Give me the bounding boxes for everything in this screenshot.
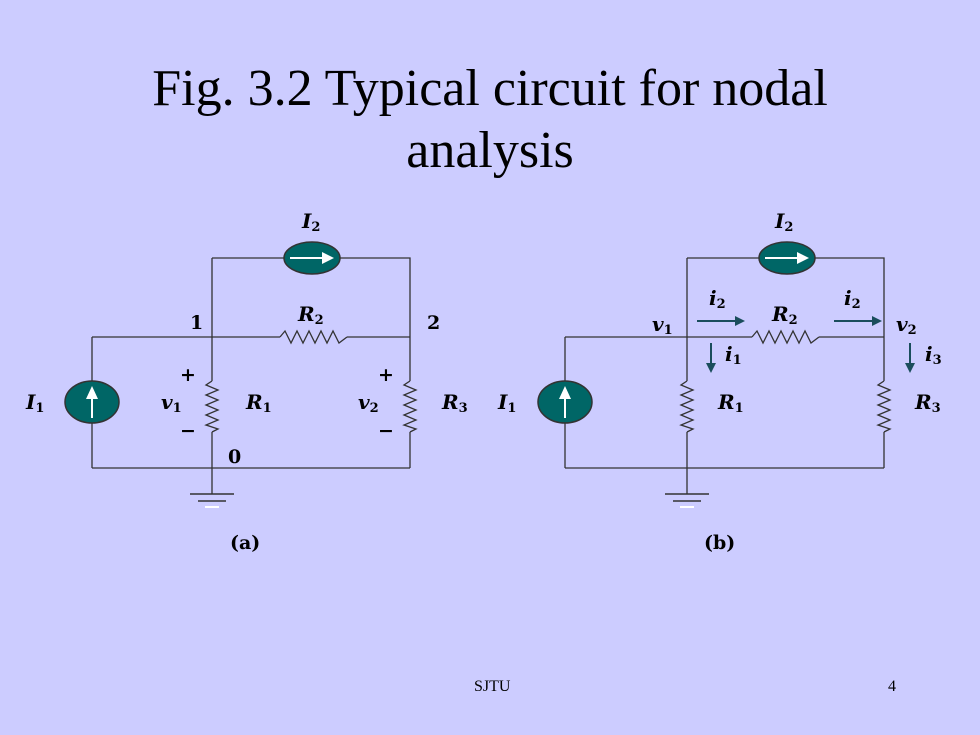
label-a-node-1: 1 [190,312,203,334]
resistor-b-r1 [679,380,695,433]
title-line-1: Fig. 3.2 Typical circuit for nodal [152,60,828,117]
footer-page-number: 4 [888,678,896,695]
label-b-current-i1: i1 [725,342,742,368]
label-a-i2: I2 [301,209,320,235]
circuit-a: I2 R2 1 2 0 I1 v1 R1 v2 R3 + − + − (a) [25,209,468,554]
wire-a-top [212,257,411,337]
resistor-a-r1 [204,380,220,433]
label-b-current-i3: i3 [925,342,942,368]
label-a-minus-v2: − [378,420,394,442]
label-a-node-2: 2 [427,312,440,334]
resistor-a-r2 [279,329,348,345]
label-a-r3: R3 [441,390,468,416]
ground-a-icon [190,493,234,508]
label-a-plus-v2: + [378,364,394,386]
current-source-a-i2 [283,241,341,275]
label-a-minus-v1: − [180,420,196,442]
label-b-r2: R2 [771,302,798,328]
footer-organization: SJTU [474,678,511,695]
label-a-node-0: 0 [228,446,241,468]
label-b-v1: v1 [652,312,673,338]
label-b-v2: v2 [896,312,917,338]
label-a-r2: R2 [297,302,324,328]
label-a-v1: v1 [161,390,182,416]
title-line-2: analysis [406,122,574,179]
resistor-b-r2 [751,329,820,345]
label-b-i1: I1 [497,390,516,416]
label-b-current-i2-left: i2 [709,286,726,312]
caption-a: (a) [230,532,260,554]
current-source-a-i1 [64,380,120,424]
caption-b: (b) [704,532,735,554]
label-b-r3: R3 [914,390,941,416]
wire-b-top [687,257,885,337]
ground-b-icon [665,493,709,508]
resistor-a-r3 [402,380,418,433]
current-source-b-i2 [758,241,816,275]
label-b-i2: I2 [774,209,793,235]
label-b-current-i2-right: i2 [844,286,861,312]
label-a-v2: v2 [358,390,379,416]
slide-title: Fig. 3.2 Typical circuit for nodal analy… [0,58,980,182]
label-a-plus-v1: + [180,364,196,386]
label-a-i1: I1 [25,390,44,416]
current-source-b-i1 [537,380,593,424]
resistor-b-r3 [876,380,892,433]
label-b-r1: R1 [717,390,744,416]
label-a-r1: R1 [245,390,272,416]
circuit-b: I2 R2 i2 i2 v1 v2 i1 i3 I1 R1 R3 (b) [497,209,942,554]
